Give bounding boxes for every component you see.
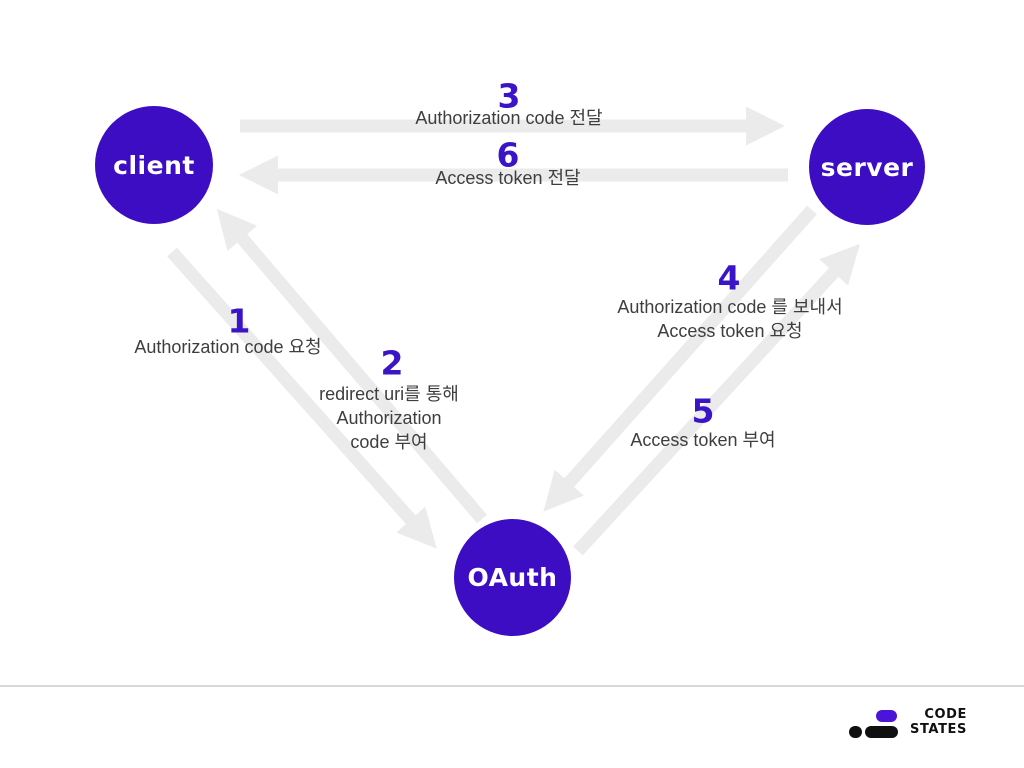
step-2-label: redirect uri를 통해 Authorization code 부여 <box>319 382 459 454</box>
step-5-label-line-1: Access token 부여 <box>630 430 776 450</box>
step-2-label-line-1: redirect uri를 통해 <box>319 384 459 404</box>
step-1-number: 1 <box>227 301 251 341</box>
step-4-label-line-2: Access token 요청 <box>657 321 803 341</box>
codestates-logo-wordmark: CODE STATES <box>910 707 967 737</box>
node-server-label: server <box>820 152 914 182</box>
footer-divider <box>0 685 1024 687</box>
arrow-1-client-to-oauth <box>167 247 437 549</box>
step-2-number: 2 <box>380 343 404 383</box>
codestates-logo-mark-dot <box>849 726 862 738</box>
arrow-4-oauth-to-server <box>573 243 861 556</box>
step-4-label: Authorization code 를 보내서 Access token 요청 <box>617 295 842 343</box>
step-2-label-line-3: code 부여 <box>350 432 428 452</box>
node-client: client <box>95 106 213 224</box>
step-2-label-line-2: Authorization <box>336 408 442 428</box>
codestates-logo-word-states: STATES <box>910 722 967 737</box>
step-6-number: 6 <box>496 135 520 175</box>
arrow-2-oauth-to-client <box>216 208 487 524</box>
step-3-number: 3 <box>497 76 521 116</box>
codestates-logo-mark-black-pill <box>865 726 898 738</box>
step-6-label: Access token 전달 <box>435 166 580 190</box>
step-3-label: Authorization code 전달 <box>415 106 602 130</box>
step-3-label-line-1: Authorization code 전달 <box>415 108 603 128</box>
step-4-label-line-1: Authorization code 를 보내서 <box>617 297 843 317</box>
codestates-logo-mark-purple-pill <box>876 710 897 722</box>
node-server: server <box>809 109 925 225</box>
step-1-label-line-1: Authorization code 요청 <box>134 337 322 357</box>
step-5-number: 5 <box>691 391 715 431</box>
node-oauth: OAuth <box>454 519 571 636</box>
step-5-label: Access token 부여 <box>630 428 775 452</box>
step-4-number: 4 <box>717 258 741 298</box>
arrow-5-server-to-oauth <box>543 205 817 512</box>
step-1-label: Authorization code 요청 <box>134 335 321 359</box>
step-6-label-line-1: Access token 전달 <box>435 168 581 188</box>
node-client-label: client <box>113 150 195 180</box>
node-oauth-label: OAuth <box>467 563 558 592</box>
codestates-logo-word-code: CODE <box>924 707 967 722</box>
